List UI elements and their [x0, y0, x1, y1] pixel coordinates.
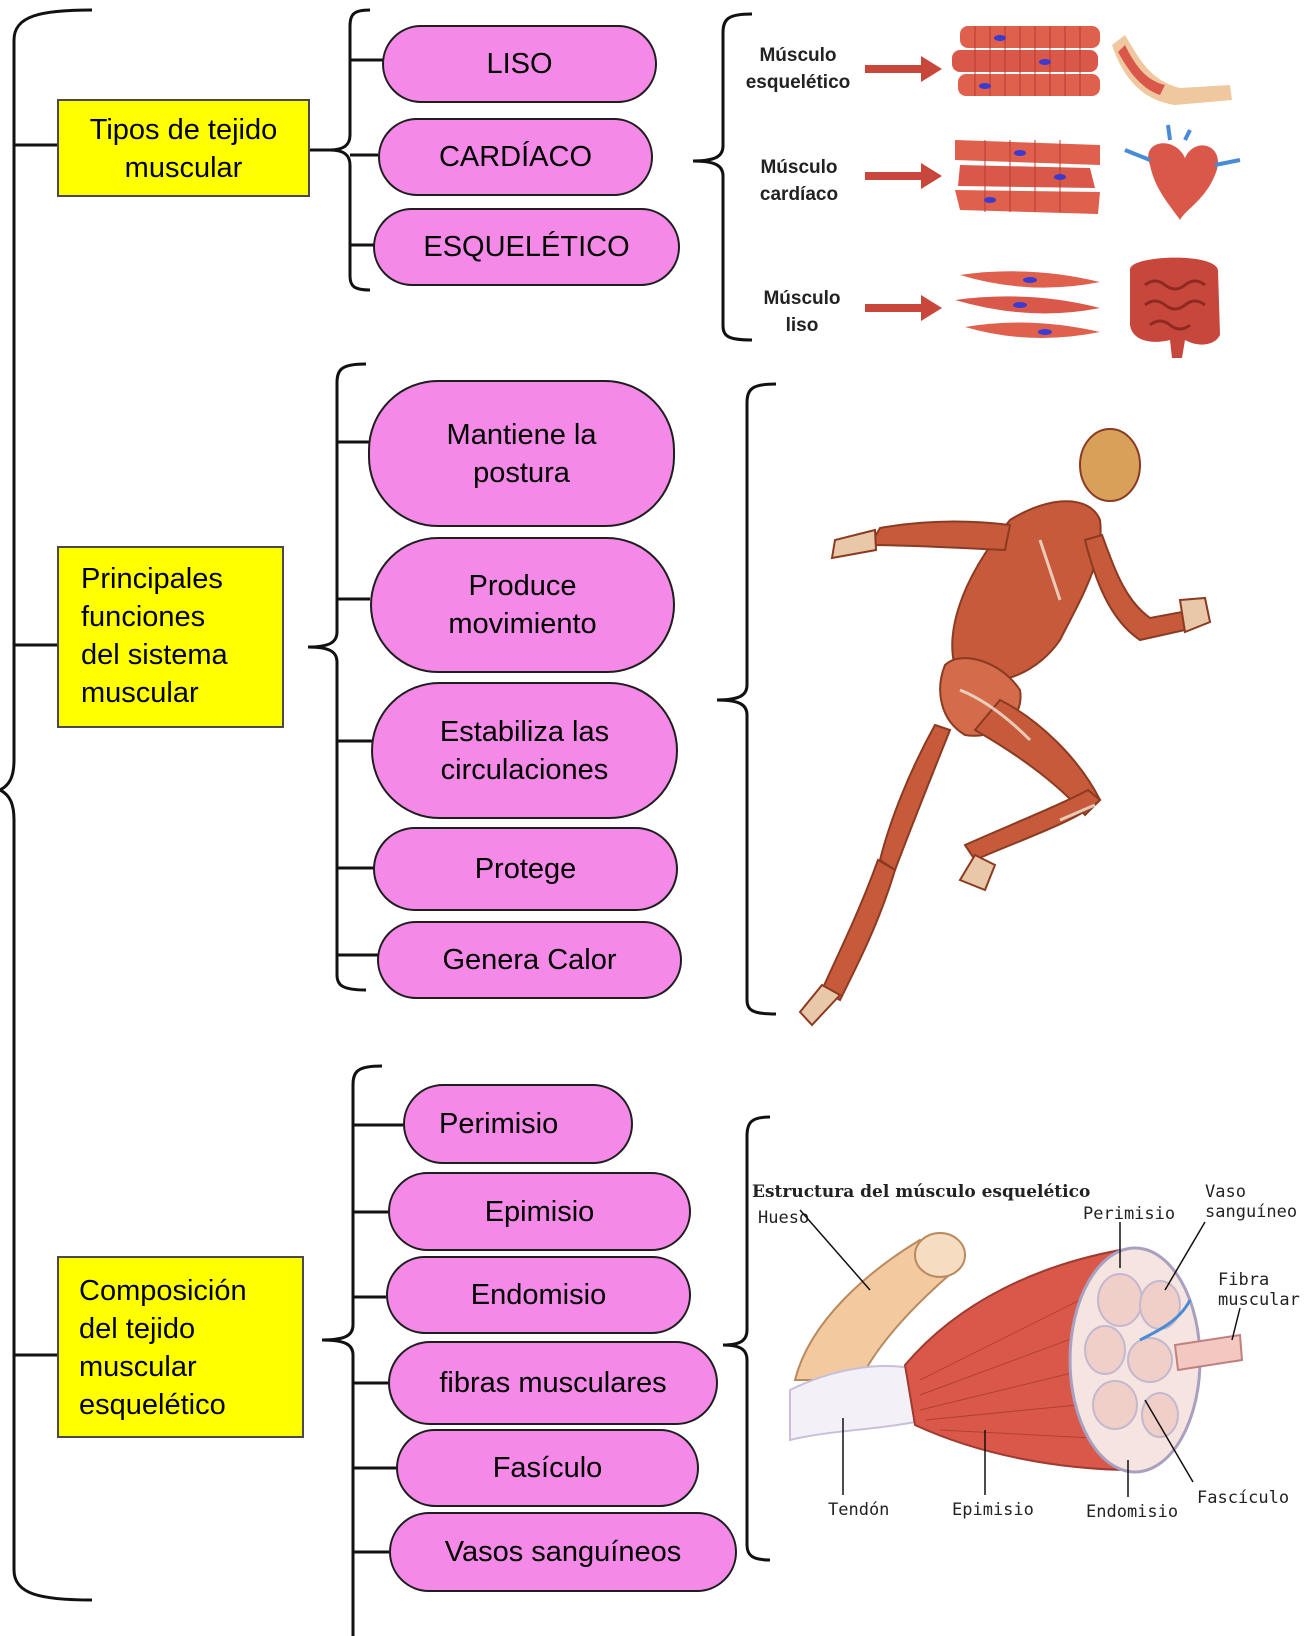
- muscle-structure-illustration: [0, 0, 1314, 1636]
